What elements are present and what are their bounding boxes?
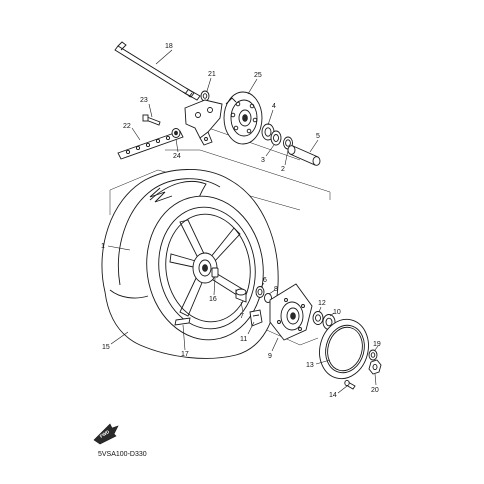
- spacer-part: [287, 145, 321, 166]
- callout-21: 21: [208, 71, 216, 78]
- callout-7: 7: [240, 313, 244, 320]
- callout-22: 22: [123, 123, 131, 130]
- callout-15: 15: [102, 344, 110, 351]
- nut-part: [200, 90, 210, 102]
- rim-part: [146, 195, 264, 341]
- bearing-part-lower: [235, 288, 247, 303]
- sprocket-bolt-part: [344, 379, 356, 390]
- callout-9: 9: [268, 353, 272, 360]
- callout-23: 23: [140, 97, 148, 104]
- spacer-part-lower: [255, 286, 265, 298]
- adjuster-plate-part: [117, 130, 184, 160]
- sprocket-part: [319, 318, 369, 380]
- washer-part: [368, 349, 378, 361]
- callout-10: 10: [333, 309, 341, 316]
- caliper-bracket-part: [184, 99, 223, 146]
- callout-3: 3: [261, 157, 265, 164]
- callout-20: 20: [371, 387, 379, 394]
- callout-12: 12: [318, 300, 326, 307]
- callout-16: 16: [209, 296, 217, 303]
- hub-bearing-part: [312, 311, 324, 325]
- collar-part: [171, 128, 181, 138]
- callout-2: 2: [281, 166, 285, 173]
- clutch-hub-part: [269, 283, 313, 341]
- callout-1: 1: [101, 243, 105, 250]
- leader-lines: [107, 49, 379, 394]
- callout-25: 25: [254, 72, 262, 79]
- callout-6: 6: [263, 277, 267, 284]
- callout-5: 5: [316, 133, 320, 140]
- drum-hub-part: [223, 91, 263, 145]
- valve-part: [211, 267, 219, 278]
- callout-17: 17: [181, 351, 189, 358]
- bolt-part: [142, 114, 161, 126]
- callout-4: 4: [272, 103, 276, 110]
- bearing-part-upper: [270, 130, 282, 146]
- callout-8: 8: [274, 286, 278, 293]
- callout-24: 24: [173, 153, 181, 160]
- callout-11: 11: [240, 336, 247, 343]
- callout-13: 13: [306, 362, 314, 369]
- callout-labels: 18 21 25 23 4 22 5 24 3 2 1 6 8 16 12 10…: [101, 43, 381, 399]
- forward-arrow-icon: FWD: [93, 423, 119, 445]
- axle-part: [114, 41, 201, 101]
- forward-arrow-label: FWD: [99, 429, 111, 439]
- balance-weight-part: [174, 317, 191, 326]
- callout-18: 18: [165, 43, 173, 50]
- damper-part: [249, 309, 263, 327]
- diagram-code: 5VSA100-D330: [98, 451, 147, 458]
- hub-nut-part: [368, 359, 382, 375]
- callout-14: 14: [329, 392, 337, 399]
- callout-19: 19: [373, 341, 381, 348]
